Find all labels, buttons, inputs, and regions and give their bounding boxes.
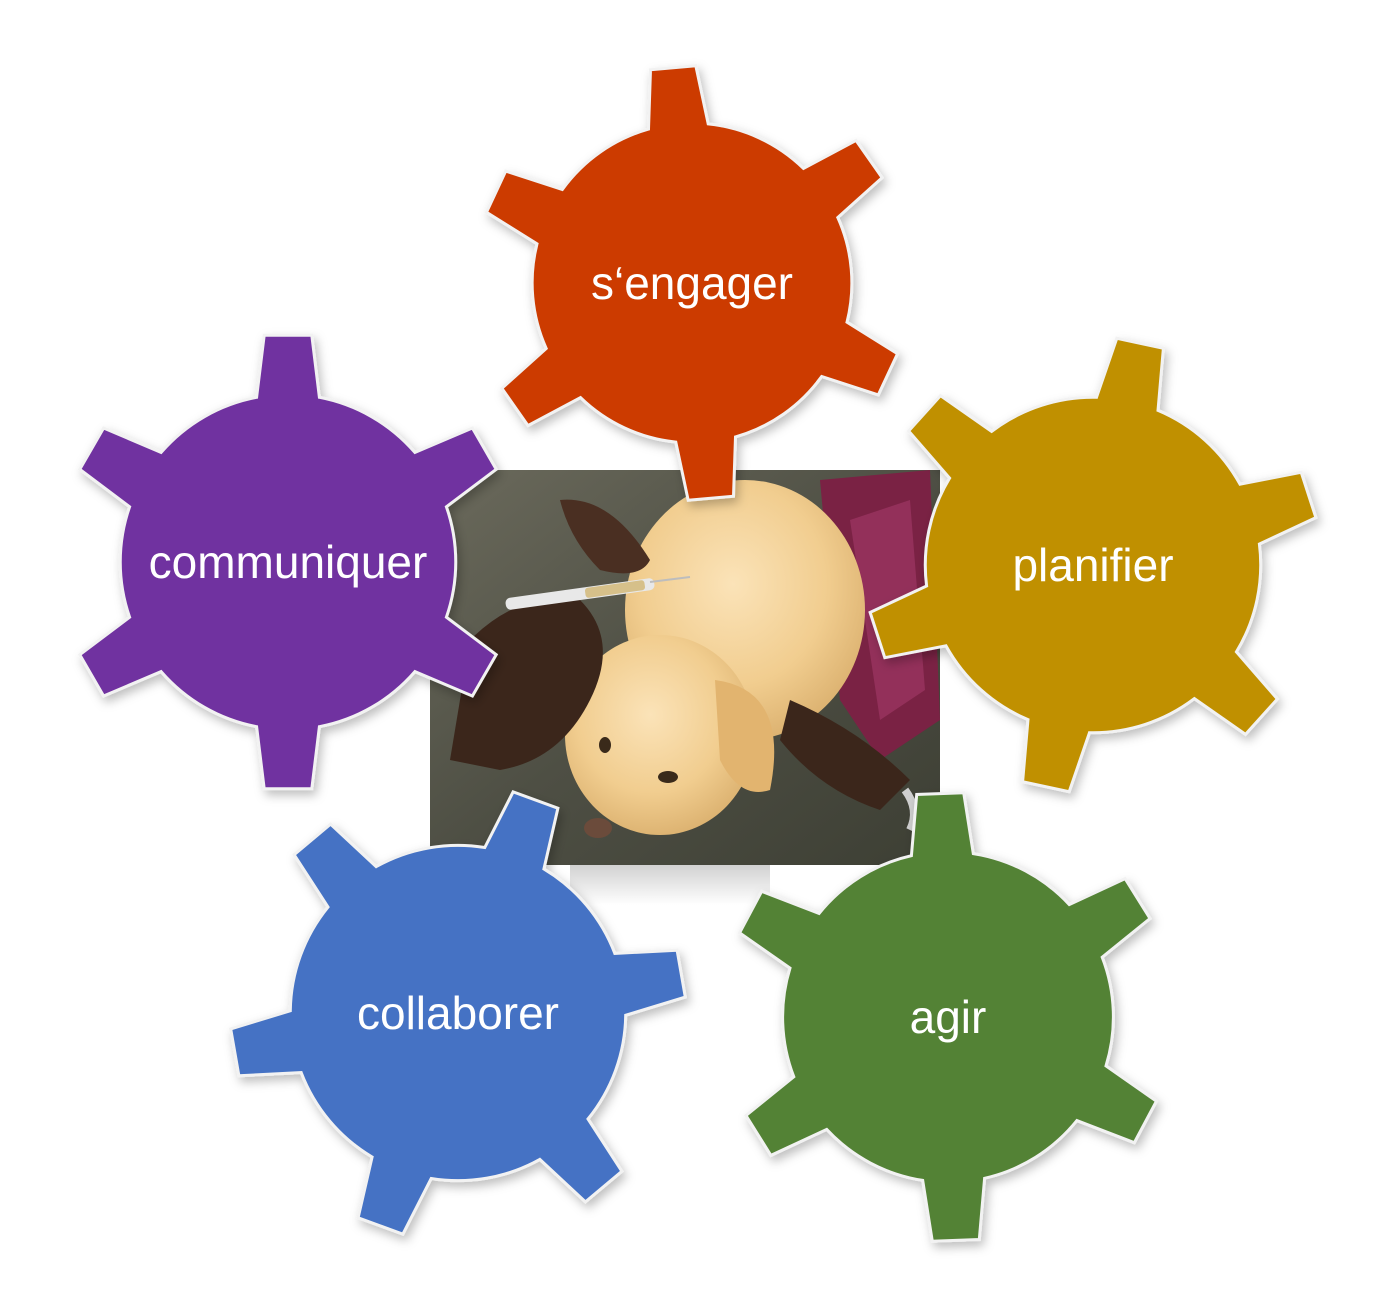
gear-icon: [868, 336, 1318, 794]
gear-communicate: communiquer: [77, 333, 499, 791]
gear-icon: [77, 333, 499, 791]
gear-icon: [228, 790, 688, 1236]
gear-plan: planifier: [868, 336, 1318, 794]
gear-label-engage: s‘engager: [591, 257, 793, 309]
gear-label-plan: planifier: [1012, 539, 1173, 591]
gears-group: s‘engager planifier agir collaborer communiq…: [77, 64, 1318, 1243]
gear-label-communicate: communiquer: [149, 536, 428, 588]
gear-act: agir: [737, 791, 1159, 1243]
gear-icon: [737, 791, 1159, 1243]
gear-icon: [484, 64, 900, 502]
gear-label-collaborate: collaborer: [357, 987, 559, 1039]
gear-label-act: agir: [910, 991, 987, 1043]
gear-collaborate: collaborer: [228, 790, 688, 1236]
gear-engage: s‘engager: [484, 64, 900, 502]
